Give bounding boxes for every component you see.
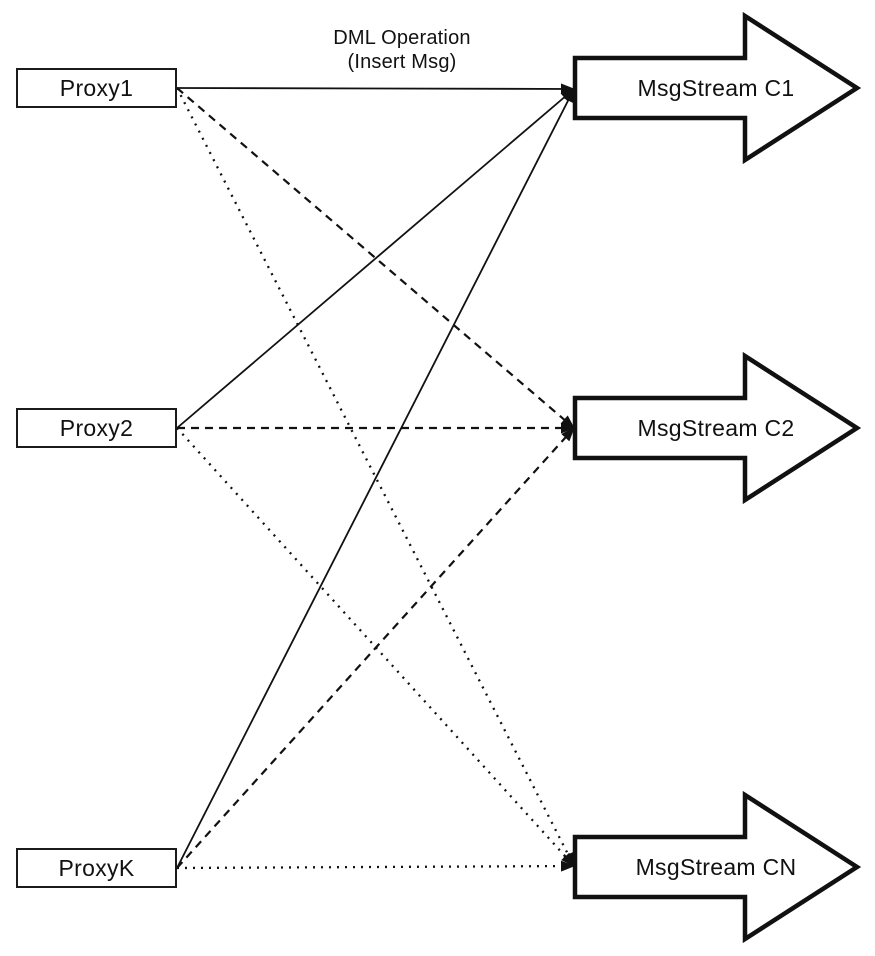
- connector-proxy1-c1-solid: [176, 83, 575, 95]
- dml-annotation-line1: DML Operation: [333, 27, 471, 49]
- connector-proxy1-cn-dotted: [175, 87, 576, 867]
- proxy1-label: Proxy1: [59, 74, 134, 101]
- msgstream-c2-arrow-shape: [572, 351, 862, 505]
- connector-lines: [175, 83, 576, 872]
- proxyk-label: ProxyK: [58, 854, 135, 881]
- proxy2-node: Proxy2: [16, 408, 177, 448]
- connector-proxyk-c1-solid: [176, 88, 575, 869]
- connector-proxyk-cn-dotted: [176, 860, 575, 872]
- msgstream-c1-arrow-shape: [572, 11, 862, 165]
- proxy2-label: Proxy2: [59, 414, 134, 441]
- dml-operation-annotation: DML Operation (Insert Msg): [282, 26, 522, 74]
- msgstream-cn-arrow-shape: [572, 790, 862, 944]
- msgstream-shapes: [572, 11, 862, 944]
- dml-annotation-line2: (Insert Msg): [347, 51, 457, 73]
- connector-proxy1-c2-dashed: [176, 87, 575, 429]
- proxyk-node: ProxyK: [16, 848, 177, 888]
- connector-proxy2-c1-solid: [176, 88, 575, 429]
- proxy1-node: Proxy1: [16, 68, 177, 108]
- connector-proxyk-c2-dashed: [176, 427, 575, 869]
